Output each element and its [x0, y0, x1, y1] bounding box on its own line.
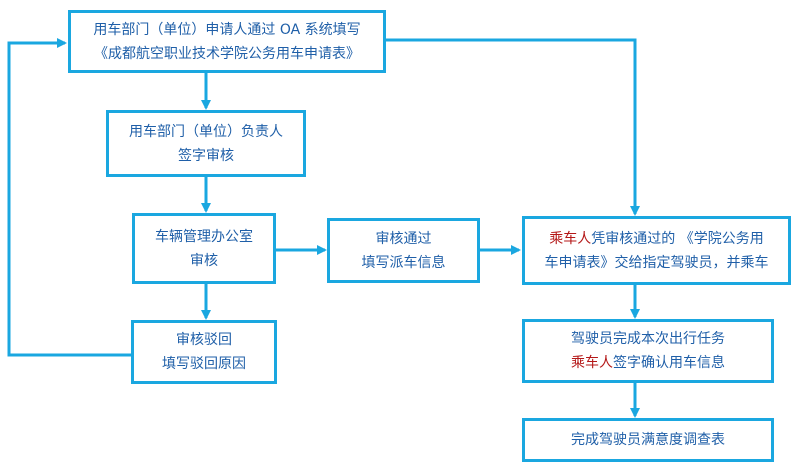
- node-driver-line2: 乘车人签字确认用车信息: [571, 351, 725, 375]
- node-apply: 用车部门（单位）申请人通过 OA 系统填写 《成都航空职业技术学院公务用车申请表…: [68, 10, 386, 73]
- node-handover-line1-rest: 凭审核通过的 《学院公务用: [591, 230, 764, 247]
- node-dept-head: 用车部门（单位）负责人 签字审核: [106, 110, 306, 177]
- node-reject-line2: 填写驳回原因: [162, 356, 246, 372]
- node-approved-line2: 填写派车信息: [361, 254, 446, 271]
- node-driver-line2-rest: 签字确认用车信息: [613, 355, 725, 371]
- passenger-label: 乘车人: [549, 230, 592, 247]
- arrow-apply-to-handover: [386, 38, 640, 216]
- node-handover-line2: 车申请表》交给指定驾驶员，并乘车: [544, 254, 769, 271]
- node-survey: 完成驾驶员满意度调查表: [522, 418, 774, 462]
- node-reject: 审核驳回 填写驳回原因: [131, 320, 277, 384]
- node-vehicle-office-line1: 车辆管理办公室: [155, 228, 253, 245]
- passenger-label: 乘车人: [571, 355, 613, 371]
- node-apply-line2: 《成都航空职业技术学院公务用车申请表》: [94, 45, 360, 62]
- node-vehicle-office-line2: 审核: [190, 252, 218, 269]
- node-handover-line1: 乘车人凭审核通过的 《学院公务用: [549, 227, 763, 251]
- node-dept-head-line2: 签字审核: [178, 147, 234, 164]
- node-passenger-handover: 乘车人凭审核通过的 《学院公务用 车申请表》交给指定驾驶员，并乘车: [522, 216, 791, 285]
- node-apply-line1: 用车部门（单位）申请人通过 OA 系统填写: [93, 21, 361, 38]
- node-approved: 审核通过 填写派车信息: [327, 218, 480, 283]
- arrow-reject-loop-back: [7, 38, 131, 357]
- node-dept-head-line1: 用车部门（单位）负责人: [129, 123, 283, 140]
- node-reject-line1: 审核驳回: [176, 332, 232, 348]
- node-driver-complete: 驾驶员完成本次出行任务 乘车人签字确认用车信息: [522, 319, 774, 383]
- node-approved-line1: 审核通过: [375, 230, 432, 247]
- node-driver-line1: 驾驶员完成本次出行任务: [571, 331, 725, 347]
- node-survey-line1: 完成驾驶员满意度调查表: [571, 432, 725, 448]
- node-vehicle-office: 车辆管理办公室 审核: [132, 213, 276, 284]
